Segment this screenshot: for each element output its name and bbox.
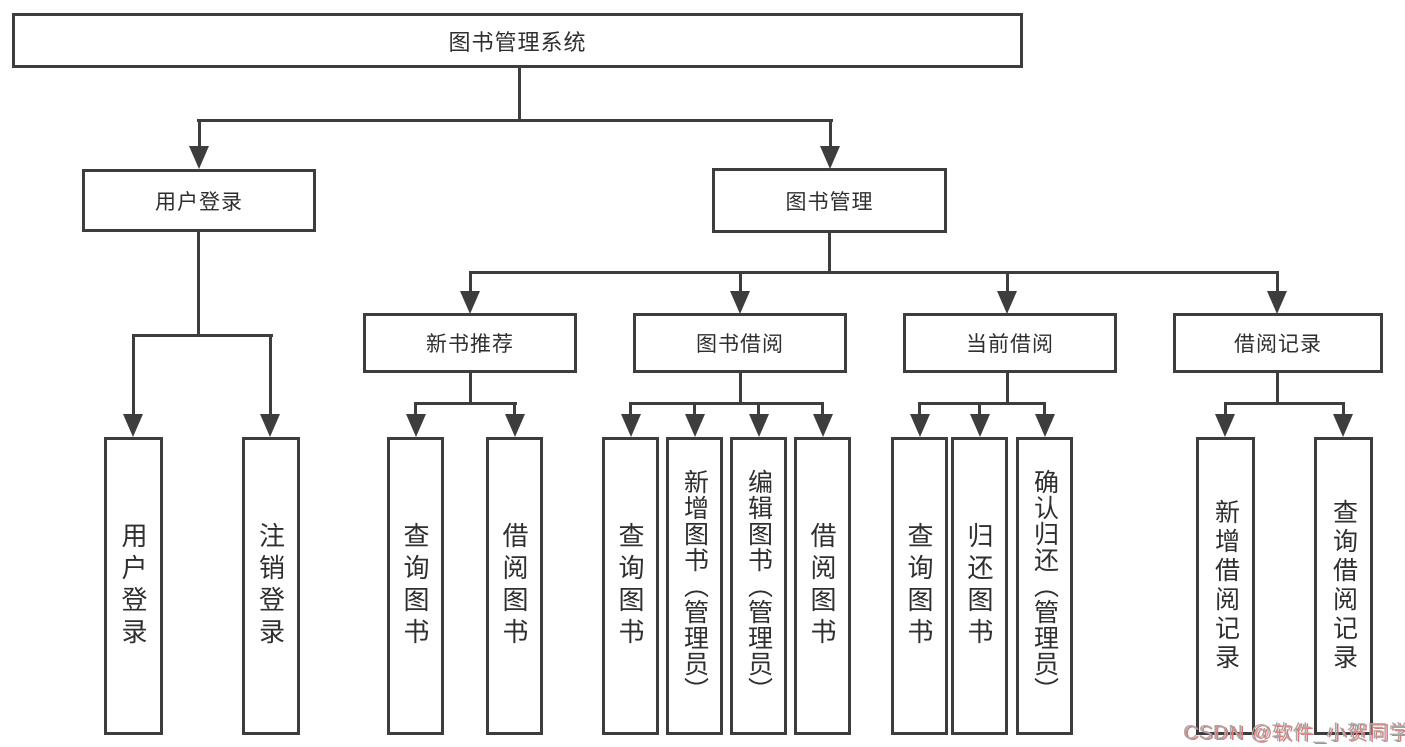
arrow-down-icon xyxy=(910,414,930,437)
node-new-book-recommend: 新书推荐 xyxy=(363,313,577,373)
arrow-down-icon xyxy=(1035,414,1055,437)
connector-line xyxy=(414,402,417,416)
connector-line xyxy=(469,271,1279,274)
node-user-login: 用户登录 xyxy=(82,169,316,232)
leaf-logout: 注销登录 xyxy=(242,437,300,735)
connector-line xyxy=(629,402,824,405)
connector-line xyxy=(1006,271,1009,294)
arrow-down-icon xyxy=(1333,414,1353,437)
connector-line xyxy=(1224,402,1227,416)
connector-line xyxy=(469,271,472,294)
node-borrow-records: 借阅记录 xyxy=(1173,313,1383,373)
node-library-management-system: 图书管理系统 xyxy=(12,13,1023,68)
connector-line xyxy=(739,373,742,404)
arrow-down-icon xyxy=(1267,291,1287,314)
connector-line xyxy=(1006,373,1009,404)
leaf-confirm-return-admin: 确认归还（管理员） xyxy=(1016,437,1073,735)
connector-line xyxy=(1276,373,1279,404)
connector-line xyxy=(1043,402,1046,416)
arrow-down-icon xyxy=(1215,414,1235,437)
leaf-borrow-books-borrow: 借阅图书 xyxy=(794,437,851,735)
arrow-down-icon xyxy=(820,146,840,169)
arrow-down-icon xyxy=(685,414,705,437)
leaf-query-borrow-record: 查询借阅记录 xyxy=(1314,437,1373,735)
connector-line xyxy=(197,119,833,122)
connector-line xyxy=(1342,402,1345,416)
leaf-query-books-borrow: 查询图书 xyxy=(602,437,659,735)
arrow-down-icon xyxy=(260,414,280,437)
connector-line xyxy=(518,68,521,122)
node-book-management: 图书管理 xyxy=(712,168,947,233)
leaf-add-borrow-record: 新增借阅记录 xyxy=(1196,437,1255,735)
connector-line xyxy=(469,373,472,404)
arrow-down-icon xyxy=(749,414,769,437)
node-current-borrow: 当前借阅 xyxy=(903,313,1117,373)
arrow-down-icon xyxy=(621,414,641,437)
connector-line xyxy=(739,271,742,294)
connector-line xyxy=(828,233,831,273)
arrow-down-icon xyxy=(406,414,426,437)
connector-line xyxy=(829,119,832,149)
connector-line xyxy=(198,119,201,149)
connector-line xyxy=(629,402,632,416)
leaf-return-book: 归还图书 xyxy=(951,437,1008,735)
node-book-borrow: 图书借阅 xyxy=(633,313,847,373)
arrow-down-icon xyxy=(505,414,525,437)
leaf-user-login: 用户登录 xyxy=(104,437,163,735)
arrow-down-icon xyxy=(123,414,143,437)
csdn-watermark: CSDN @软件_小贺同学 xyxy=(1183,722,1405,744)
connector-line xyxy=(132,334,273,337)
arrow-down-icon xyxy=(189,146,209,169)
connector-line xyxy=(918,402,1046,405)
leaf-query-books-recommend: 查询图书 xyxy=(387,437,444,735)
leaf-add-book-admin: 新增图书（管理员） xyxy=(666,437,723,735)
connector-line xyxy=(513,402,516,416)
connector-line xyxy=(197,232,200,336)
arrow-down-icon xyxy=(997,291,1017,314)
arrow-down-icon xyxy=(730,291,750,314)
connector-line xyxy=(757,402,760,416)
arrow-down-icon xyxy=(460,291,480,314)
connector-line xyxy=(414,402,517,405)
connector-line xyxy=(1224,402,1345,405)
connector-line xyxy=(132,334,135,416)
connector-line xyxy=(821,402,824,416)
connector-line xyxy=(693,402,696,416)
arrow-down-icon xyxy=(970,414,990,437)
connector-line xyxy=(1276,271,1279,294)
leaf-borrow-books-recommend: 借阅图书 xyxy=(486,437,543,735)
leaf-edit-book-admin: 编辑图书（管理员） xyxy=(730,437,787,735)
connector-line xyxy=(978,402,981,416)
leaf-query-books-current: 查询图书 xyxy=(891,437,948,735)
connector-line xyxy=(269,334,272,416)
arrow-down-icon xyxy=(813,414,833,437)
connector-line xyxy=(918,402,921,416)
